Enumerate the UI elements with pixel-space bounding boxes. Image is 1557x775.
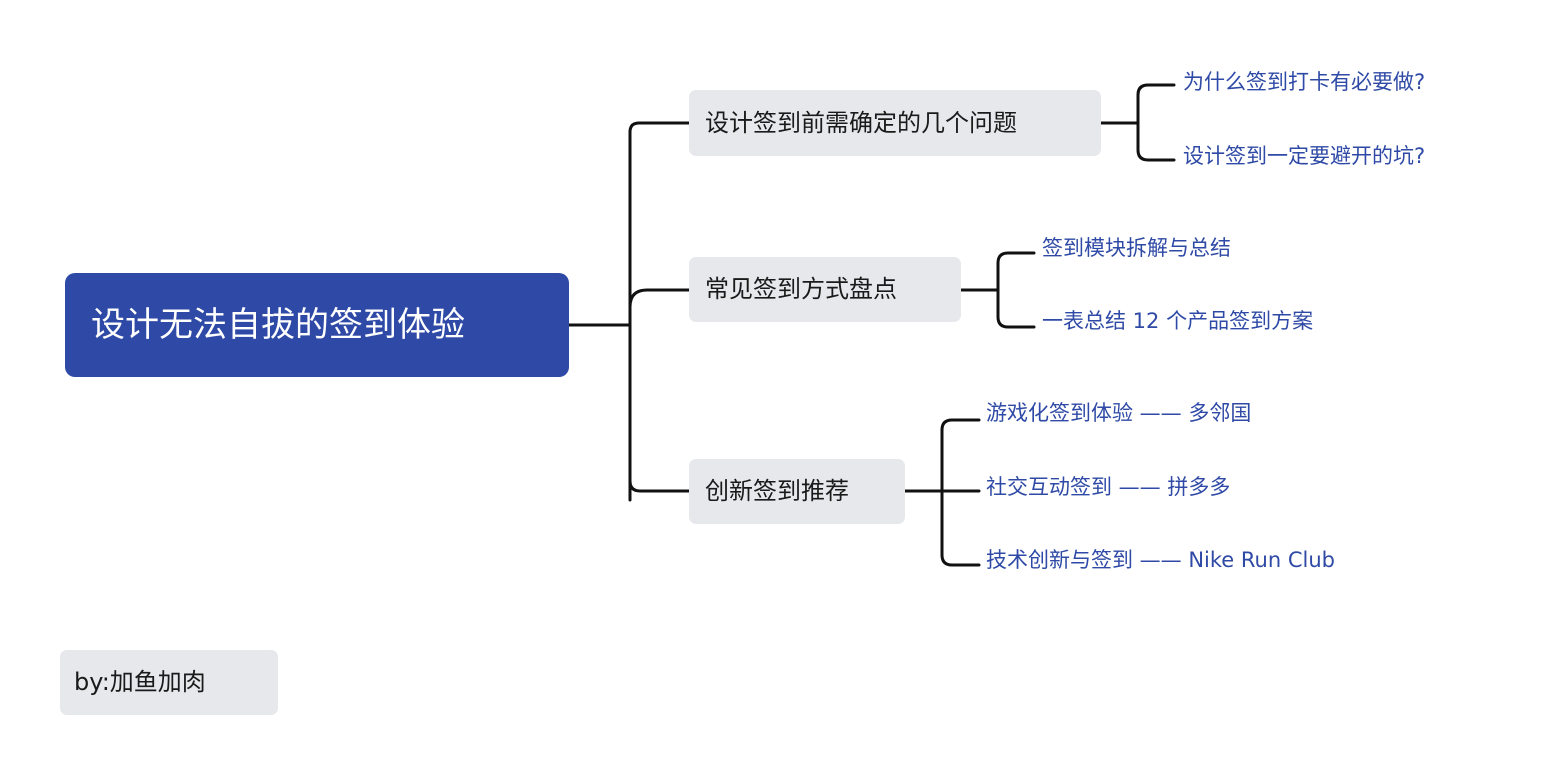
leaf-node[interactable]: 技术创新与签到 —— Nike Run Club bbox=[986, 548, 1335, 572]
branch-node[interactable]: 常见签到方式盘点 bbox=[689, 257, 961, 322]
branch-node[interactable]: 创新签到推荐 bbox=[689, 459, 905, 524]
leaf-node[interactable]: 签到模块拆解与总结 bbox=[1042, 236, 1231, 260]
leaf-node[interactable]: 设计签到一定要避开的坑? bbox=[1183, 144, 1426, 168]
branch-node[interactable]: 设计签到前需确定的几个问题 bbox=[689, 90, 1101, 156]
author-note: by:加鱼加肉 bbox=[60, 650, 278, 715]
leaf-node[interactable]: 为什么签到打卡有必要做? bbox=[1183, 70, 1426, 94]
leaf-node[interactable]: 游戏化签到体验 —— 多邻国 bbox=[986, 401, 1252, 425]
root-node[interactable]: 设计无法自拔的签到体验 bbox=[65, 273, 569, 377]
leaf-node[interactable]: 社交互动签到 —— 拼多多 bbox=[986, 475, 1231, 499]
leaf-node[interactable]: 一表总结 12 个产品签到方案 bbox=[1042, 309, 1314, 333]
